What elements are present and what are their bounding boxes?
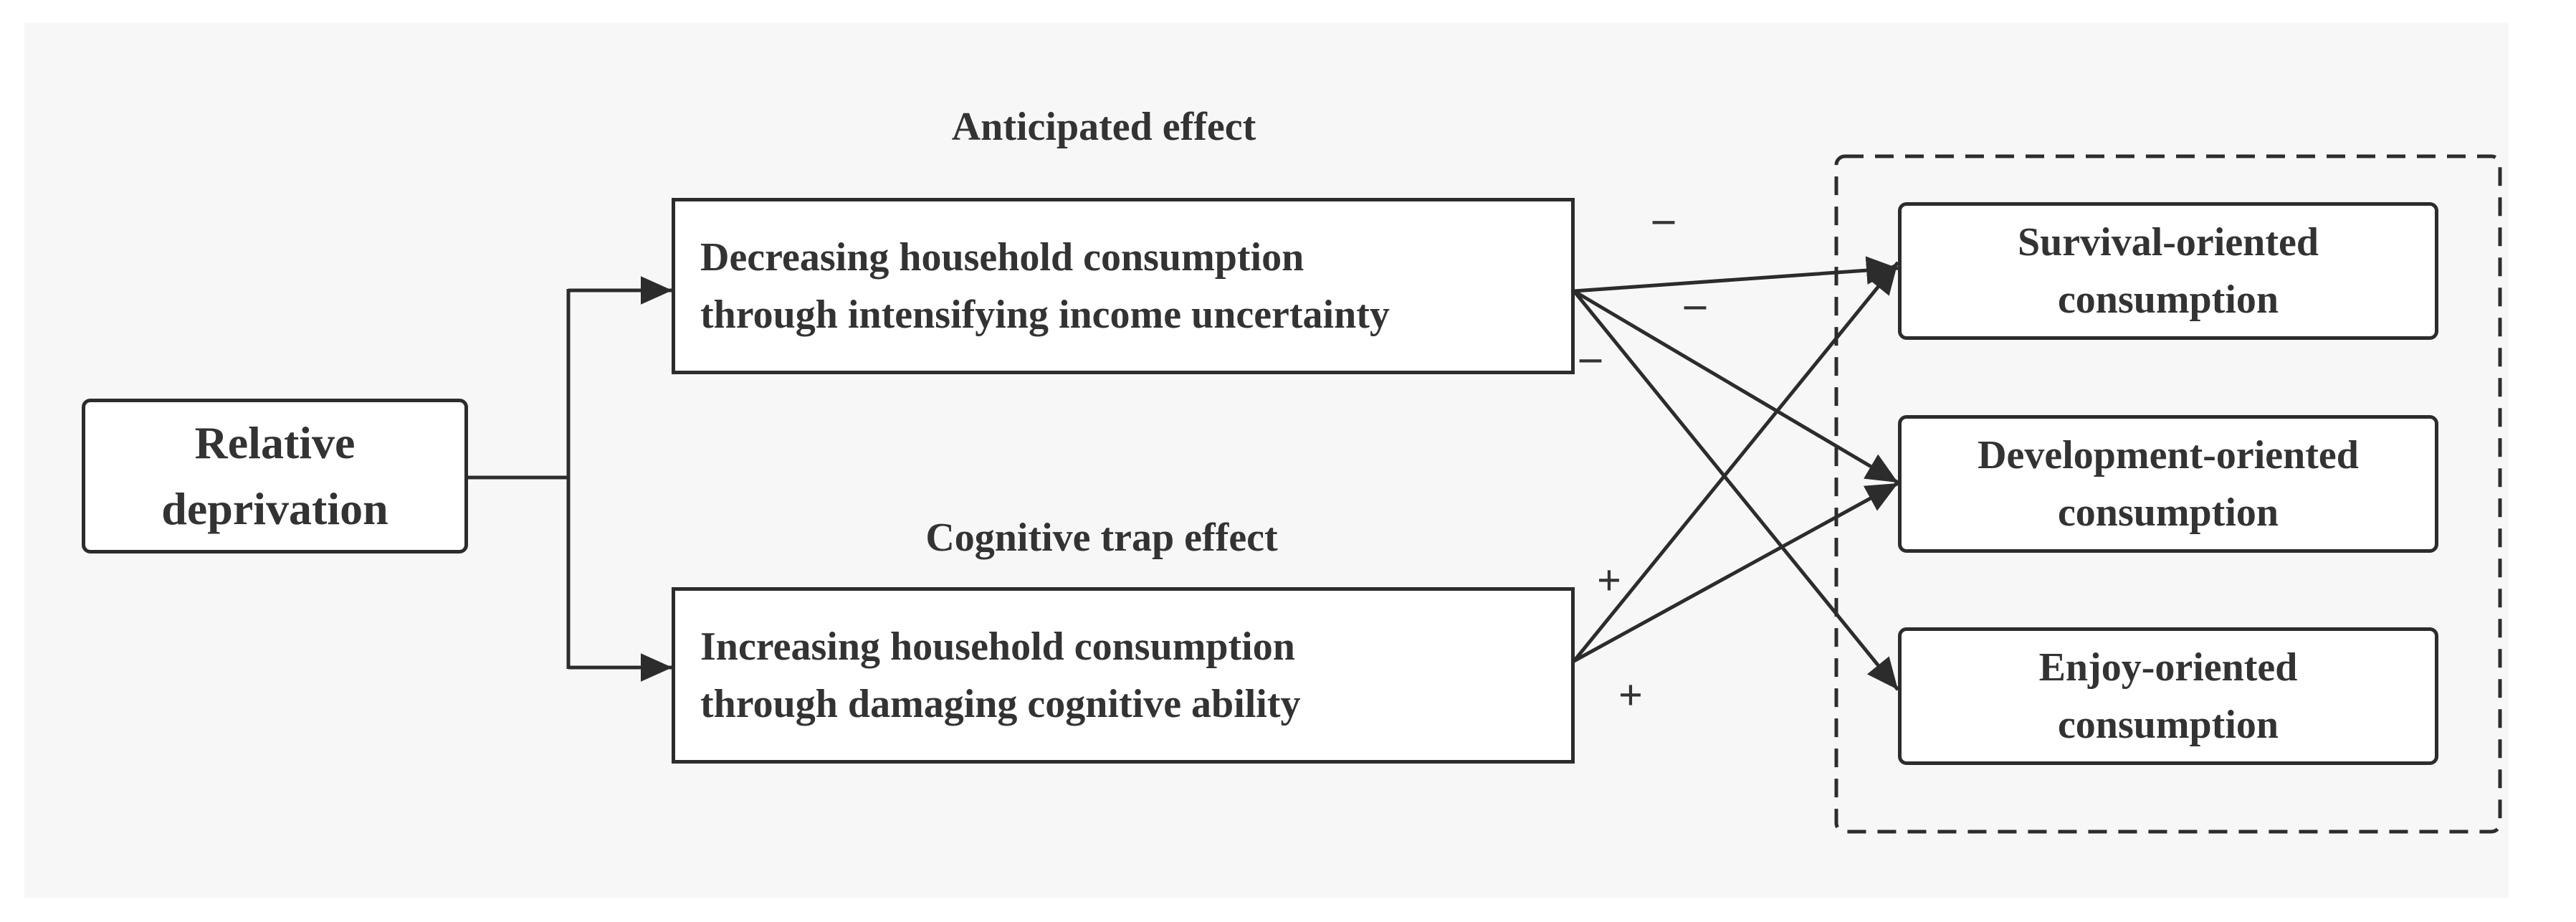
cognitive-trap-effect-title: Cognitive trap effect (925, 515, 1278, 560)
development-box-line-1: Development-oriented (1978, 433, 2359, 477)
anticipated-effect-title: Anticipated effect (951, 105, 1256, 149)
enjoy-box-line-1: Enjoy-oriented (2038, 645, 2298, 690)
sign-positive-survival: + (1596, 556, 1622, 604)
enjoy-oriented-consumption-box: Enjoy-oriented consumption (1898, 627, 2438, 765)
arrow-anticipated-to-survival (1573, 256, 1899, 293)
cognitive-box-line-1: Increasing household consumption (700, 624, 1295, 669)
anticipated-box-line-1: Decreasing household consumption (700, 235, 1304, 280)
arrow-cognitive-to-survival (1573, 261, 1899, 662)
sign-negative-survival: – (1653, 194, 1674, 242)
enjoy-box-line-2: consumption (2057, 703, 2279, 747)
arrow-anticipated-to-enjoy (1573, 290, 1899, 691)
survival-oriented-consumption-box: Survival-oriented consumption (1898, 202, 2438, 340)
outcome-group-frame (1834, 154, 2502, 834)
survival-box-line-2: consumption (2057, 277, 2279, 322)
anticipated-box-line-2: through intensifying income uncertainty (700, 293, 1390, 337)
sign-negative-development: – (1684, 280, 1706, 328)
arrow-cognitive-to-development (1573, 481, 1899, 663)
development-oriented-consumption-box: Development-oriented consumption (1898, 415, 2438, 553)
cognitive-trap-effect-box: Increasing household consumption through… (672, 587, 1575, 764)
relative-deprivation-line-1: Relative (194, 417, 356, 468)
relative-deprivation-line-2: deprivation (161, 483, 388, 534)
relative-deprivation-box: Relative deprivation (82, 399, 468, 553)
sign-positive-development: + (1618, 671, 1644, 719)
anticipated-effect-box: Decreasing household consumption through… (672, 198, 1575, 374)
cognitive-box-line-2: through damaging cognitive ability (700, 682, 1301, 726)
development-box-line-2: consumption (2057, 490, 2279, 535)
sign-negative-enjoy: – (1580, 333, 1601, 381)
survival-box-line-1: Survival-oriented (2018, 220, 2319, 265)
arrow-anticipated-to-development (1573, 289, 1899, 485)
